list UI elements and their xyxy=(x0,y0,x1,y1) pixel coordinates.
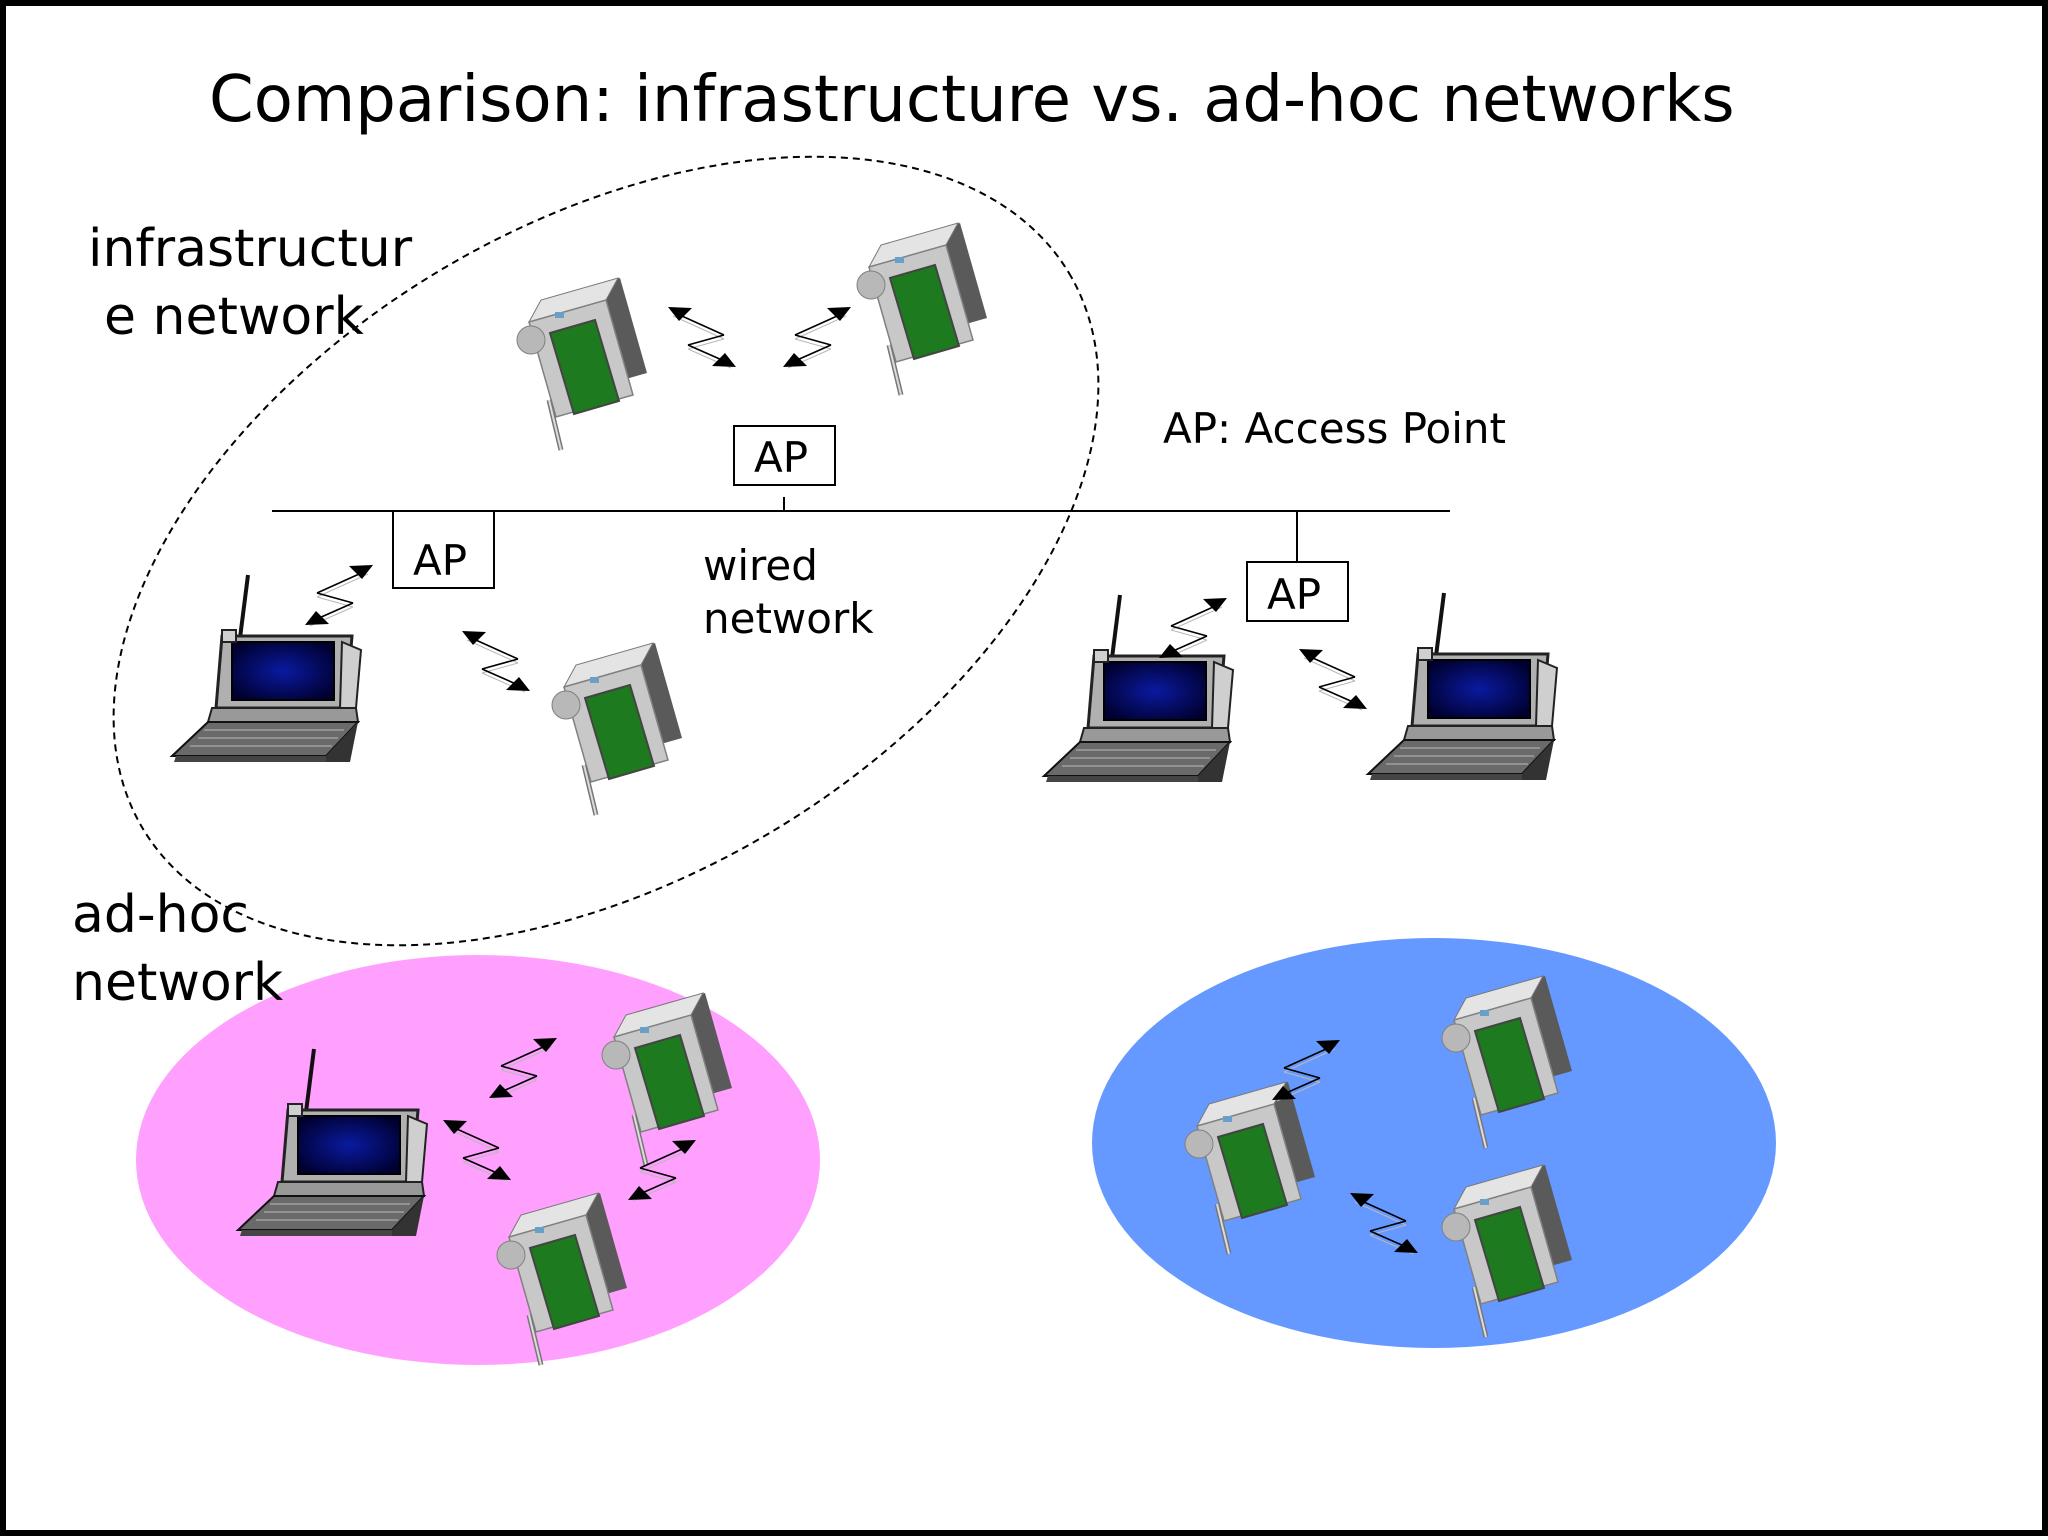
ap-center-label: AP xyxy=(754,433,809,482)
ap-center-box xyxy=(733,425,836,486)
adhoc-network-blue-area xyxy=(1092,938,1776,1348)
ap-right-box xyxy=(1246,561,1349,622)
adhoc-network-pink-area xyxy=(136,955,820,1365)
adhoc-label-line2: network xyxy=(72,953,284,1013)
wired-network-label-line1: wired xyxy=(703,541,818,590)
ap-left-label: AP xyxy=(413,536,468,585)
ap-left-box xyxy=(392,510,495,589)
slide-title: Comparison: infrastructure vs. ad-hoc ne… xyxy=(209,63,1735,137)
infrastructure-network-boundary xyxy=(112,155,1100,947)
adhoc-label-line1: ad-hoc xyxy=(72,885,249,945)
wired-network-label-line2: network xyxy=(703,594,874,643)
infrastructure-label-line2: e network xyxy=(104,287,364,347)
infrastructure-label-line1: infrastructur xyxy=(88,219,413,279)
access-point-legend: AP: Access Point xyxy=(1163,404,1506,453)
ap-right-label: AP xyxy=(1267,570,1322,619)
